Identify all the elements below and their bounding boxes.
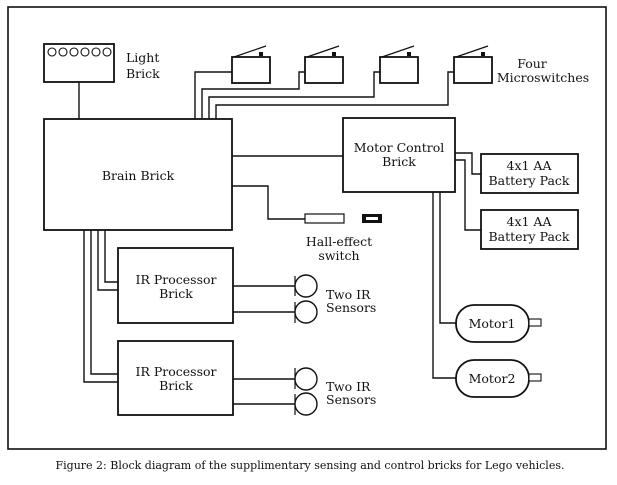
microswitch <box>379 45 419 84</box>
battery-2-label-1: 4x1 AA <box>507 214 553 229</box>
battery-pack-2 <box>480 209 579 250</box>
motor-1-label: Motor1 <box>469 316 516 331</box>
ir-sensor-icon <box>294 367 318 391</box>
wire-brain-ir1-b <box>97 230 118 291</box>
hall-effect-label-2: switch <box>318 248 359 263</box>
wire-battery-1 <box>455 152 481 175</box>
ir-sensor-icon <box>294 274 318 298</box>
wire-brain-ir2-a <box>90 230 118 375</box>
ir-sensor-icon <box>294 392 318 416</box>
ir-processor-brick-2 <box>117 340 234 416</box>
microswitch <box>231 45 271 84</box>
battery-1-label-1: 4x1 AA <box>507 158 553 173</box>
motor-2-label: Motor2 <box>469 371 516 386</box>
ir-sensors-1-label-2: Sensors <box>326 300 376 315</box>
wire-motor-1 <box>439 192 456 324</box>
ir-sensors-2-label-1: Two IR <box>326 379 371 394</box>
brain-brick-label: Brain Brick <box>102 168 175 183</box>
wire-switch-2 <box>201 71 305 119</box>
microswitch <box>453 45 493 84</box>
light-brick-label-1: Light <box>126 50 159 65</box>
ir-sensors-1-label-1: Two IR <box>326 287 371 302</box>
figure-caption: Figure 2: Block diagram of the supplimen… <box>56 459 565 472</box>
ir-processor-2-label-1: IR Processor <box>136 364 217 379</box>
wire-motor-2 <box>432 192 456 379</box>
microswitches-label-2: Microswitches <box>497 70 589 85</box>
wire-switch-3 <box>208 71 380 119</box>
battery-1-label-2: Battery Pack <box>489 173 570 188</box>
motor-control-label-2: Brick <box>382 154 416 169</box>
light-brick-leds <box>47 47 112 57</box>
hall-sensor <box>304 213 345 224</box>
light-brick: Light Brick <box>43 43 160 83</box>
ir-processor-1-label-1: IR Processor <box>136 272 217 287</box>
wire-battery-2 <box>455 159 481 231</box>
ir-sensors-2-label-2: Sensors <box>326 392 376 407</box>
wire-brain-ir2-b <box>83 230 118 383</box>
hall-effect-label-1: Hall-effect <box>306 234 372 249</box>
ir-processor-1-label-2: Brick <box>159 286 193 301</box>
motor-control-brick <box>342 117 456 193</box>
ir-processor-2-label-2: Brick <box>159 378 193 393</box>
light-brick-label-2: Brick <box>126 66 160 81</box>
microswitches-label-1: Four <box>517 56 547 71</box>
wire-brain-hall <box>232 185 305 220</box>
motor-2: Motor2 <box>455 359 542 398</box>
wire-switch-4 <box>215 71 454 119</box>
motor-1: Motor1 <box>455 304 542 343</box>
brain-brick <box>43 118 233 231</box>
ir-sensor-icon <box>294 300 318 324</box>
motor-control-label-1: Motor Control <box>354 140 445 155</box>
wire-brain-ir1-a <box>104 230 118 283</box>
wire-switch-1 <box>194 71 232 119</box>
battery-2-label-2: Battery Pack <box>489 229 570 244</box>
figure-border <box>7 6 607 450</box>
microswitch <box>304 45 344 84</box>
battery-pack-1 <box>480 153 579 194</box>
